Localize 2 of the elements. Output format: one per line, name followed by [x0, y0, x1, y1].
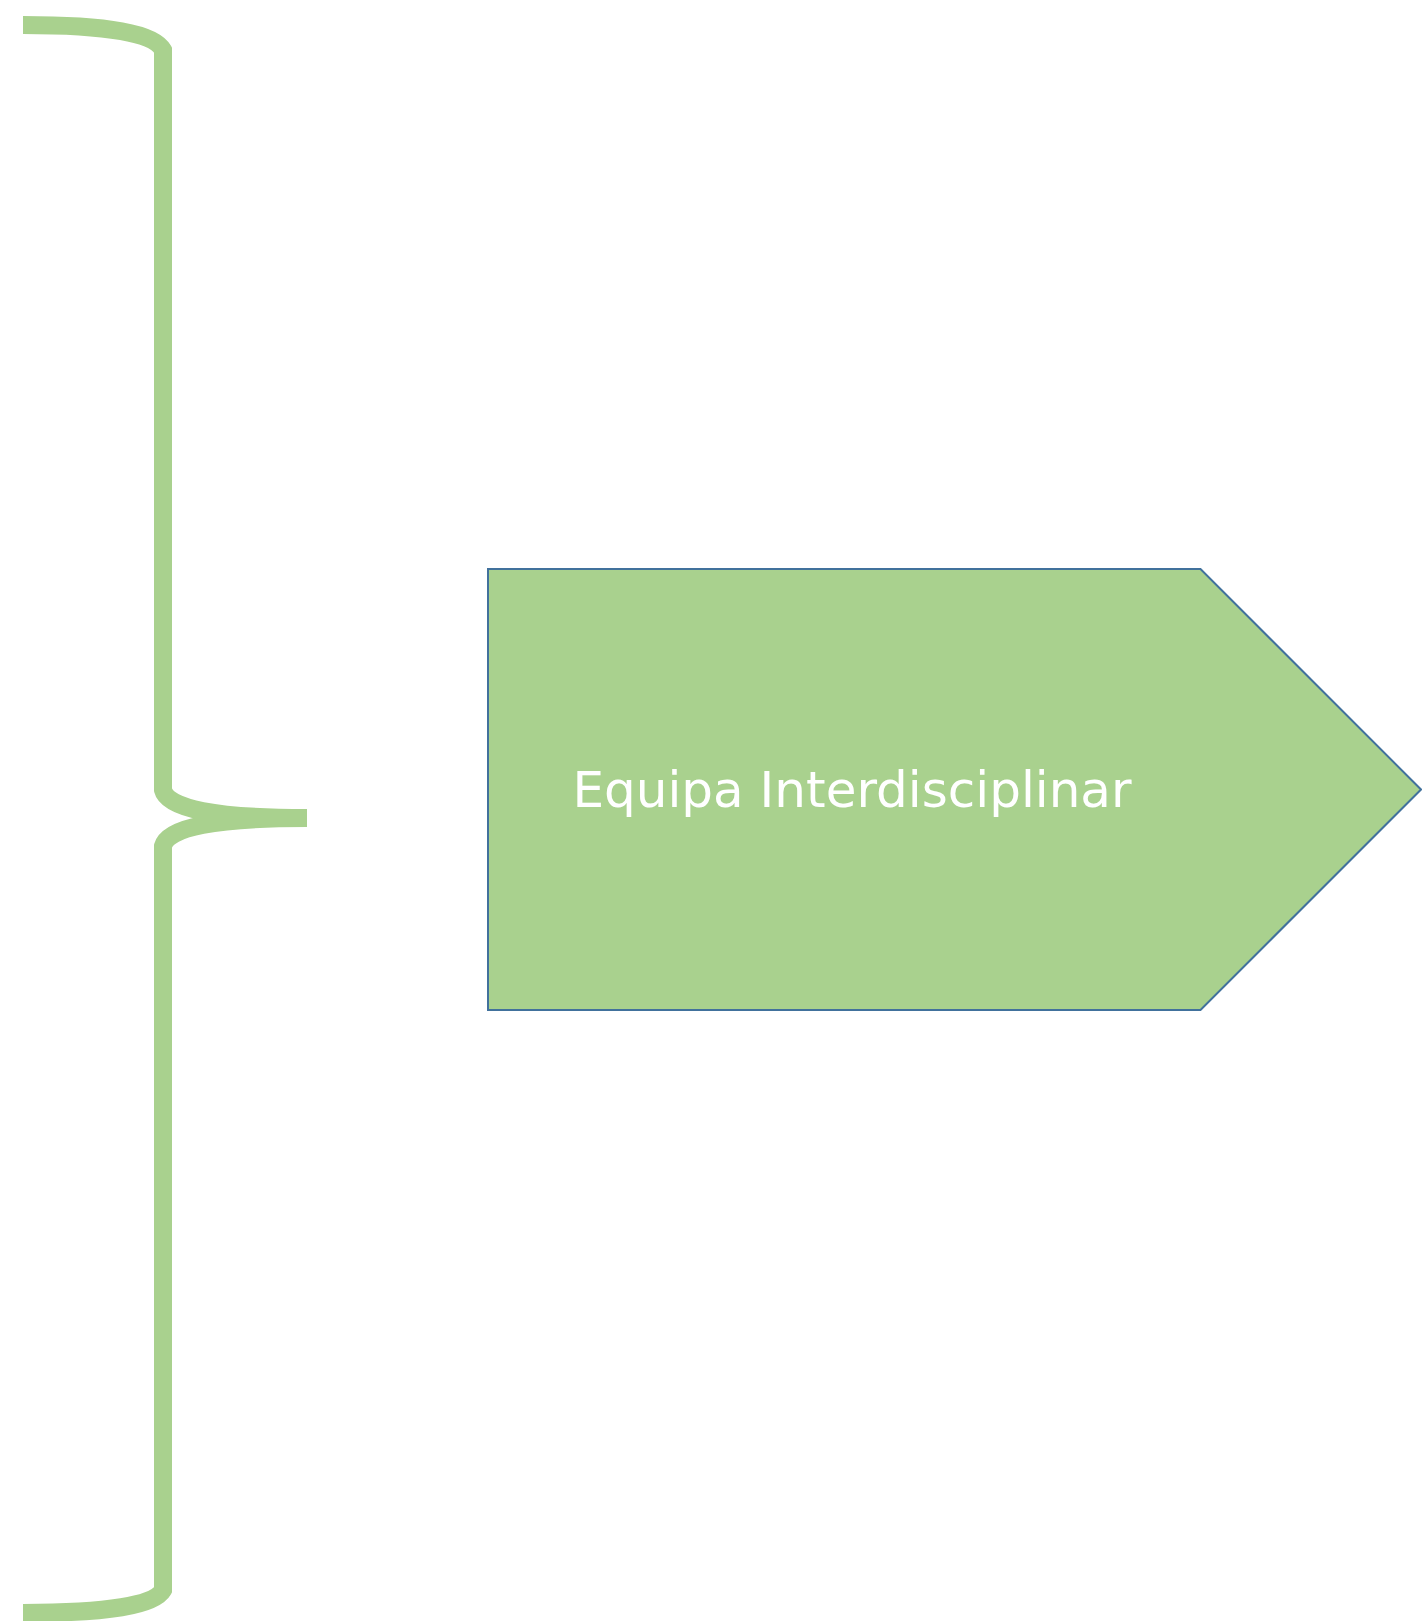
pentagon-arrow-shape — [487, 568, 1422, 1011]
node-label: Equipa Interdisciplinar — [572, 760, 1132, 819]
